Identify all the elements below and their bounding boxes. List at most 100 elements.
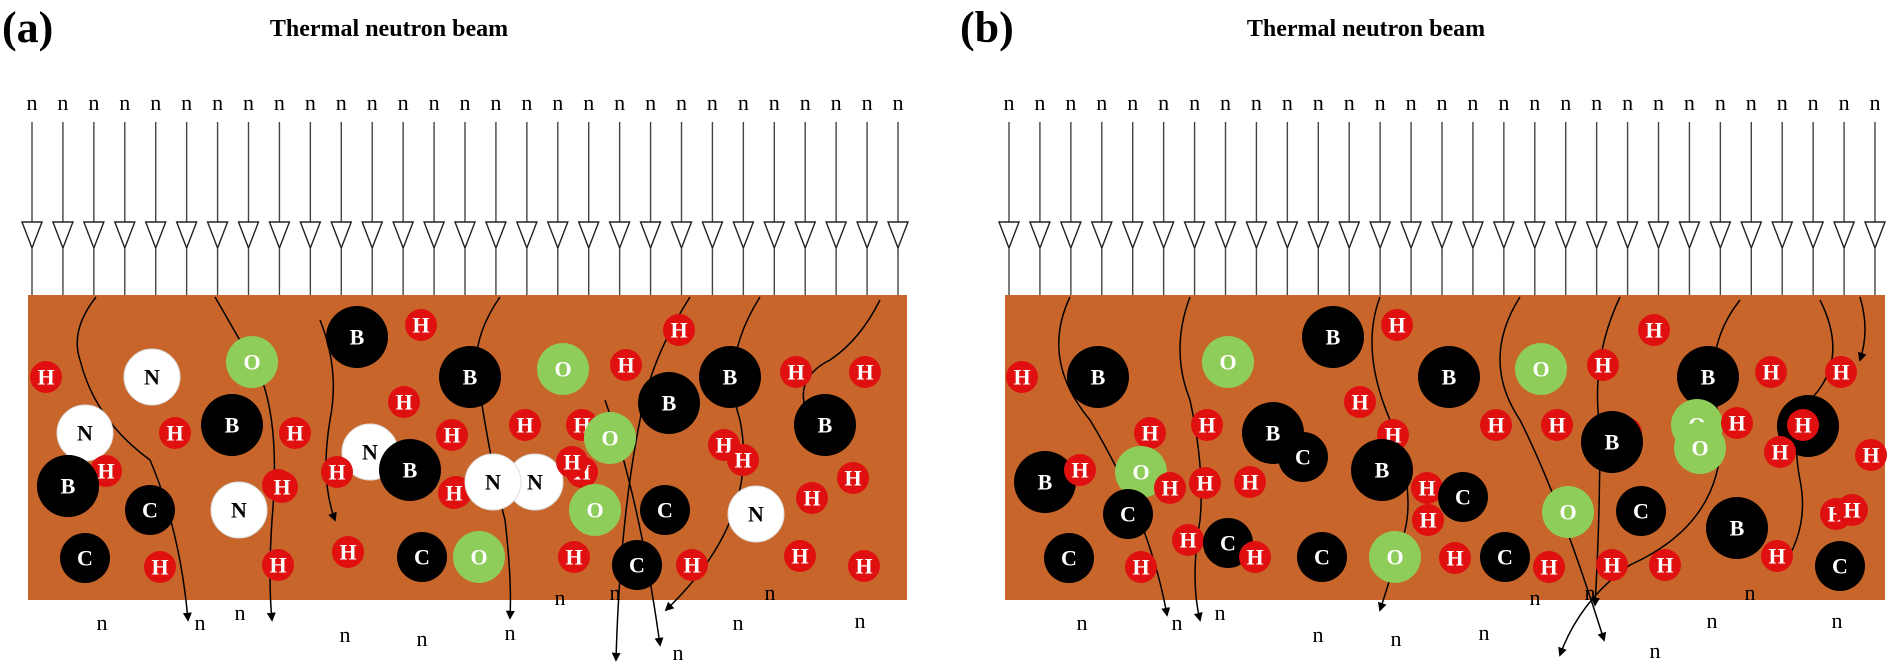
atom-b: B [699,346,761,408]
atom-b: B [326,306,388,368]
beam-arrow [763,221,786,250]
atom-symbol: H [1656,553,1673,578]
atom-b: B [794,394,856,456]
incident-neutron: n [732,90,755,295]
incident-neutron: n [1709,90,1732,295]
transmitted-neutron-label: n [1707,608,1718,633]
atom-symbol: H [1832,360,1849,385]
transmitted-neutron-label: n [765,580,776,605]
transmitted-neutron-label: n [505,620,516,645]
atom-symbol: H [1446,546,1463,571]
atom-symbol: N [362,440,378,465]
transmitted-neutron-label: n [733,610,744,635]
atom-circle [1344,386,1376,418]
atom-h: H [1587,349,1619,381]
atom-o: O [1115,446,1167,498]
atom-circle [794,394,856,456]
beam-arrow [299,221,322,250]
atom-h: H [849,356,881,388]
neutron-path [802,299,881,422]
atom-symbol: H [1246,545,1263,570]
atom-symbol: H [787,360,804,385]
atom-circle [1587,349,1619,381]
beam-arrow [1276,221,1299,250]
atom-symbol: H [1179,528,1196,553]
atom-h: H [1411,472,1443,504]
transmitted-neutron-label: n [1313,622,1324,647]
atom-symbol: N [485,470,501,495]
atom-symbol: N [231,498,247,523]
transmitted-neutron-label: n [97,610,108,635]
neutron-label: n [1529,90,1540,115]
atom-symbol: H [1540,555,1557,580]
atom-symbol: N [77,421,93,446]
incident-neutron: n [1802,90,1825,295]
neutron-label: n [521,90,532,115]
atoms: HNOBHBOHHBHHNHBHHHHHBOHBNHHHNBNHHHBHBHCN… [30,306,881,590]
atom-n: N [56,404,114,462]
incident-neutron: n [1369,90,1392,295]
atom-symbol: C [1220,531,1236,556]
atom-symbol: C [1633,499,1649,524]
incident-neutron: n [763,90,786,295]
incident-neutron: n [608,90,631,295]
atom-symbol: H [445,481,462,506]
atom-circle [266,471,298,503]
atom-circle [1302,306,1364,368]
transmitted-neutron-label: n [1745,580,1756,605]
atom-circle [1755,356,1787,388]
incident-neutron: n [577,90,600,295]
atom-circle [556,446,588,478]
beam-arrow [701,221,724,250]
atom-symbol: N [527,470,543,495]
beam-arrow [1771,221,1794,250]
incident-neutron: n [453,90,477,295]
incident-neutron: n [515,90,538,295]
atom-c: C [612,540,662,590]
transmitted-neutron-label: n [1832,608,1843,633]
atom-circle [1044,533,1094,583]
atom-circle [436,419,468,451]
atom-c: C [1616,486,1666,536]
beam-arrow [1678,221,1701,250]
atom-c: C [397,532,447,582]
atom-circle [1815,541,1865,591]
atom-symbol: H [1196,471,1213,496]
transmitted-neutron-label: n [1215,600,1226,625]
atom-o: O [1369,531,1421,583]
neutron-label: n [614,90,625,115]
atom-h: H [1064,454,1096,486]
atom-o: O [1202,336,1254,388]
atom-b: B [1351,439,1413,501]
beam-arrow [639,221,662,250]
incident-neutron: n [1152,90,1175,295]
beam-title: Thermal neutron beam [1247,16,1485,42]
atom-o: O [537,343,589,395]
atom-circle [1154,472,1186,504]
atom-circle [405,309,437,341]
atom-symbol: O [554,357,571,382]
atom-circle [1649,549,1681,581]
neutron-label: n [398,90,409,115]
atom-symbol: B [1375,458,1390,483]
atom-circle [226,336,278,388]
neutron-label: n [1189,90,1200,115]
atom-circle [439,346,501,408]
atom-symbol: H [97,459,114,484]
beam-arrow [1461,221,1484,250]
incident-neutron: n [361,90,384,295]
incident-neutron: n [1400,90,1423,295]
atom-symbol: H [1762,360,1779,385]
beam-arrow [577,221,600,250]
incident-neutron: n [1183,90,1206,295]
atom-symbol: B [662,391,677,416]
atom-symbol: H [563,450,580,475]
atom-o: O [226,336,278,388]
transmitted-neutron-label: n [855,608,866,633]
atom-h: H [405,309,437,341]
atom-symbol: C [1295,445,1311,470]
neutron-path [1499,296,1607,642]
